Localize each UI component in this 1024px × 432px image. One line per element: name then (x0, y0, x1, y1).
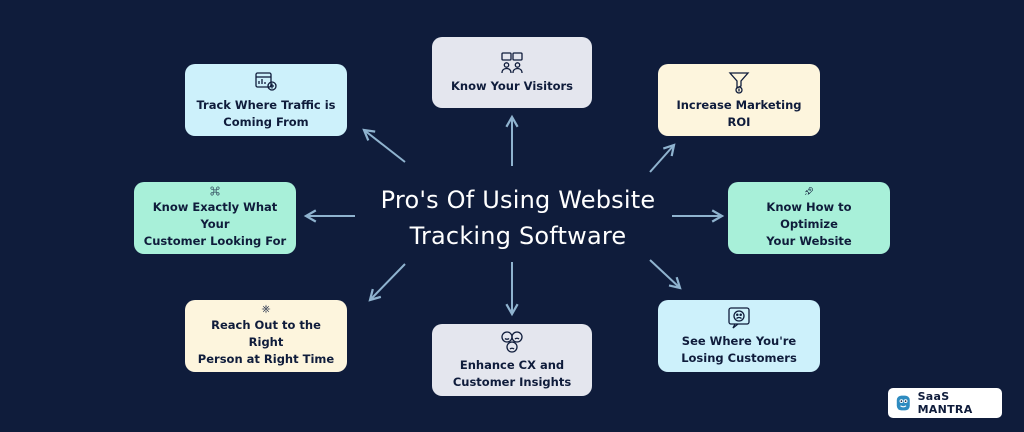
card-label: Know How to Optimize Your Website (766, 200, 852, 248)
saas-mantra-logo: SaaS MANTRA (888, 388, 1002, 418)
card-track-traffic: Track Where Traffic is Coming From (185, 64, 347, 136)
title-line-2: Tracking Software (409, 222, 627, 250)
card-marketing-roi: Increase Marketing ROI (658, 64, 820, 136)
target-network-icon (261, 304, 271, 314)
arrow-reach (368, 263, 406, 302)
card-know-visitors: Know Your Visitors (432, 37, 592, 108)
arrow-traffic (362, 128, 406, 163)
sad-chat-icon (728, 306, 750, 329)
card-label: Know Your Visitors (450, 78, 573, 93)
logo-text: SaaS MANTRA (917, 390, 973, 416)
emotions-icon (501, 330, 523, 353)
visitors-icon (501, 51, 523, 73)
traffic-dashboard-icon (255, 71, 277, 91)
card-optimize-website: Know How to Optimize Your Website (728, 182, 890, 254)
arrow-losing (649, 259, 682, 290)
card-know-customer: Know Exactly What Your Customer Looking … (134, 182, 296, 254)
arrow-roi (649, 143, 676, 173)
diagram-title: Pro's Of Using Website Tracking Software (340, 182, 696, 254)
card-label: Track Where Traffic is Coming From (196, 97, 336, 129)
card-label: See Where You're Losing Customers (681, 333, 797, 365)
card-label: Know Exactly What Your Customer Looking … (143, 200, 287, 248)
card-losing-customers: See Where You're Losing Customers (658, 300, 820, 372)
card-label: Enhance CX and Customer Insights (452, 357, 572, 389)
card-reach-out: Reach Out to the Right Person at Right T… (185, 300, 347, 372)
funnel-dollar-icon (728, 71, 750, 94)
mascot-icon (896, 395, 910, 411)
card-label: Increase Marketing ROI (676, 97, 802, 129)
card-enhance-cx: Enhance CX and Customer Insights (432, 324, 592, 396)
card-label: Reach Out to the Right Person at Right T… (197, 318, 335, 366)
customer-network-icon (210, 186, 220, 196)
rocket-icon (804, 186, 814, 196)
title-line-1: Pro's Of Using Website (380, 186, 656, 214)
